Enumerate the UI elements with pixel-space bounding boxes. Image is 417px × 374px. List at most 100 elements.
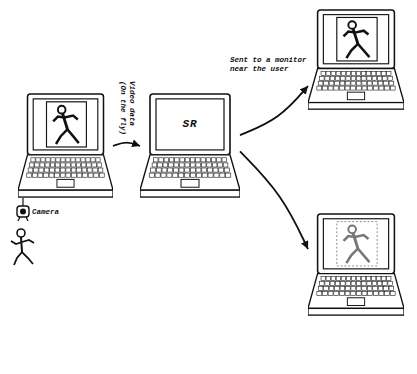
figure-head: [17, 229, 25, 237]
laptop-base: [308, 274, 404, 309]
figure-head: [348, 225, 356, 233]
keyboard-key: [385, 292, 390, 296]
laptop-outline: [18, 92, 113, 200]
camera-body: [17, 206, 29, 217]
keyboard-key: [212, 163, 217, 167]
keyboard-key: [377, 277, 381, 281]
screen-figure: [47, 102, 87, 147]
keyboard-key: [60, 173, 65, 177]
keyboard-key: [367, 81, 372, 85]
keyboard-key: [320, 282, 324, 286]
keyboard-key: [368, 292, 373, 296]
keyboard-key: [206, 158, 210, 162]
keyboard-key: [91, 158, 95, 162]
laptop-outline: [308, 8, 404, 112]
keyboard-key: [55, 168, 60, 172]
laptop-base: [308, 69, 404, 103]
keyboard-key: [163, 163, 168, 167]
keyboard-key: [179, 163, 184, 167]
figure-arms: [344, 31, 369, 37]
keyboard-key: [49, 173, 54, 177]
keyboard-key: [351, 86, 356, 90]
figure-arms: [53, 116, 78, 122]
keyboard-key: [361, 277, 365, 281]
keyboard-key: [339, 86, 344, 90]
keyboard-key: [329, 81, 334, 85]
keyboard-key: [366, 277, 370, 281]
keyboard-key: [211, 158, 215, 162]
keyboard-key: [377, 282, 381, 286]
keyboard-key: [207, 168, 212, 172]
keyboard-key: [346, 71, 350, 75]
figure-legs: [56, 129, 79, 144]
keyboard-key: [226, 173, 231, 177]
keyboard-key: [149, 173, 154, 177]
keyboard-key: [185, 173, 190, 177]
keyboard-key: [379, 292, 384, 296]
laptop-keyboard: [149, 158, 231, 177]
keyboard-key: [340, 81, 345, 85]
keyboard-key: [341, 71, 345, 75]
laptop-front: [308, 103, 404, 110]
keyboard-key: [341, 76, 345, 80]
laptop-keyboard: [317, 277, 395, 296]
keyboard-key: [155, 173, 160, 177]
keyboard-key: [379, 86, 384, 90]
keyboard-key: [185, 168, 190, 172]
keyboard-key: [173, 173, 178, 177]
keyboard-key: [213, 168, 218, 172]
keyboard-key: [61, 158, 65, 162]
keyboard-key: [66, 163, 70, 167]
keyboard-key: [317, 86, 322, 90]
keyboard-key: [341, 282, 345, 286]
video-frame: [337, 17, 377, 60]
keyboard-key: [367, 282, 371, 286]
keyboard-key: [336, 277, 340, 281]
flow-arrow: [113, 143, 140, 146]
keyboard-key: [28, 168, 33, 172]
keyboard-key: [318, 287, 323, 291]
keyboard-key: [201, 158, 205, 162]
keyboard-key: [351, 282, 355, 286]
keyboard-key: [329, 287, 334, 291]
flow-arrow: [240, 151, 308, 249]
keyboard-key: [217, 158, 221, 162]
keyboard-key: [324, 81, 329, 85]
keyboard-key: [390, 292, 395, 296]
keyboard-key: [362, 76, 366, 80]
keyboard-key: [96, 158, 100, 162]
keyboard-key: [323, 86, 328, 90]
laptop-front: [18, 190, 113, 197]
laptop-keyboard: [317, 71, 395, 90]
keyboard-key: [56, 158, 60, 162]
keyboard-key: [328, 86, 333, 90]
laptop-screen: [323, 219, 388, 269]
device-label: Camera: [32, 208, 59, 217]
keyboard-key: [377, 76, 381, 80]
keyboard-key: [223, 163, 228, 167]
keyboard-key: [362, 292, 367, 296]
keyboard-key: [87, 168, 92, 172]
keyboard-key: [384, 81, 389, 85]
keyboard-key: [384, 287, 389, 291]
keyboard-key: [341, 277, 345, 281]
keyboard-key: [196, 163, 201, 167]
laptop-node: [18, 92, 113, 200]
laptop-front: [308, 308, 404, 315]
keyboard-key: [335, 76, 339, 80]
camera-lens: [20, 209, 26, 215]
laptop-base: [140, 155, 240, 190]
keyboard-key: [321, 277, 325, 281]
keyboard-key: [356, 81, 361, 85]
keyboard-key: [389, 81, 394, 85]
keyboard-key: [367, 287, 372, 291]
keyboard-key: [36, 158, 40, 162]
keyboard-key: [71, 173, 76, 177]
keyboard-key: [330, 282, 334, 286]
keyboard-key: [320, 76, 324, 80]
video-frame: [337, 222, 377, 266]
laptop-node: [308, 212, 404, 318]
laptop-outline: [140, 92, 240, 200]
keyboard-key: [92, 163, 96, 167]
screen-figure: [337, 222, 377, 266]
